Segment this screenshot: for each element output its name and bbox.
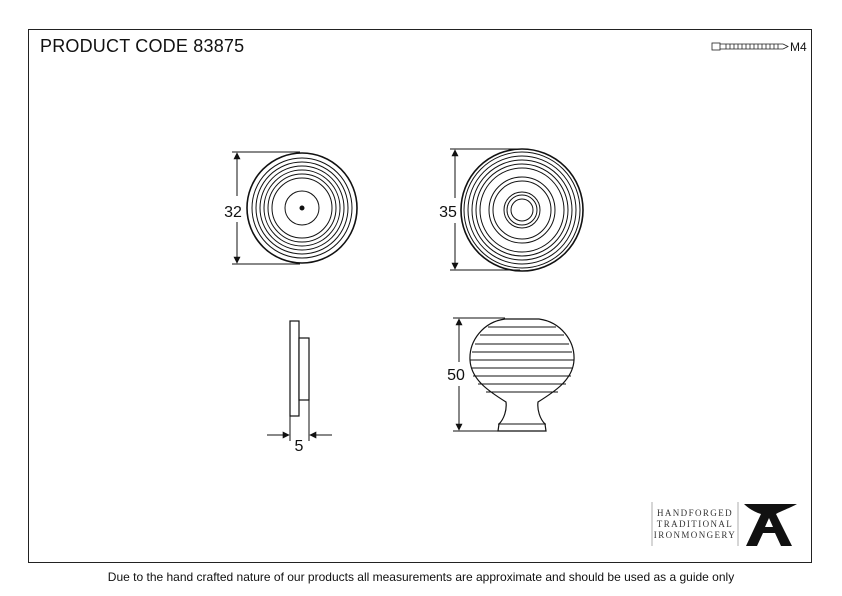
logo-line-2: TRADITIONAL [657, 519, 733, 529]
footer-disclaimer: Due to the hand crafted nature of our pr… [107, 570, 735, 584]
knob-face-diameter-dimension [450, 148, 520, 271]
brand-logo: HANDFORGED TRADITIONAL IRONMONGERY [651, 502, 797, 546]
knob-height-label: 50 [447, 367, 465, 384]
rose-thickness-dimension [267, 400, 332, 441]
knob-side-view [469, 318, 575, 432]
rose-diameter-label: 32 [224, 204, 242, 221]
logo-line-3: IRONMONGERY [654, 530, 736, 540]
logo-line-1: HANDFORGED [657, 508, 733, 518]
knob-height-dimension [453, 317, 505, 432]
anvil-icon [744, 504, 797, 546]
screw-size-label: M4 [790, 40, 807, 54]
drawing-frame [28, 29, 812, 563]
rose-side-view [289, 320, 310, 417]
knob-face-diameter-label: 35 [439, 204, 457, 221]
knob-front-view [460, 148, 584, 272]
product-code: PRODUCT CODE 83875 [40, 36, 245, 56]
rose-thickness-label: 5 [295, 438, 304, 455]
rose-front-view [246, 152, 358, 264]
rose-diameter-dimension [232, 151, 300, 265]
screw-icon [711, 42, 789, 51]
